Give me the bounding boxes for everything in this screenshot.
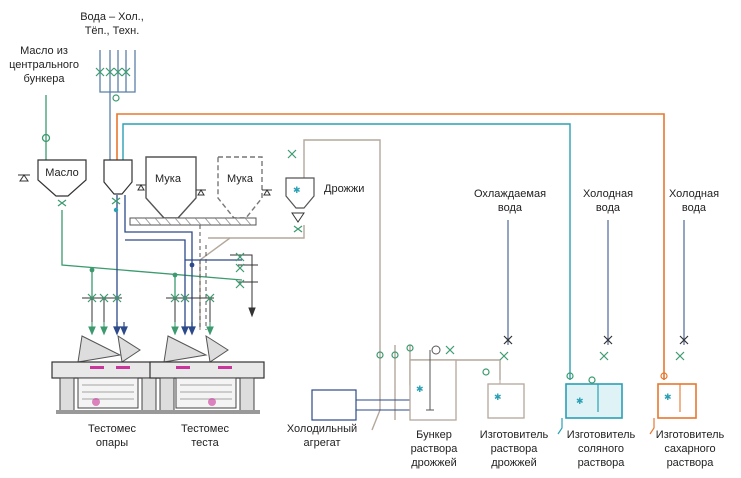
- yeast-label: Дрожжи: [324, 183, 364, 195]
- yeast-maker-label-2: раствора: [491, 443, 539, 455]
- cold-water-b-label-2: вода: [682, 202, 707, 214]
- distribution-lines: [82, 254, 258, 325]
- cold-water-b-label-1: Холодная: [669, 188, 719, 200]
- chiller-unit: [311, 389, 410, 421]
- yeast-solution-maker: ✱: [482, 220, 525, 419]
- yeast-bunker-label-2: раствора: [411, 443, 459, 455]
- yeast-maker-label-1: Изготовитель: [480, 429, 549, 441]
- right-arrow-down: [248, 300, 256, 318]
- salt-maker-label-3: раствора: [578, 457, 626, 469]
- water-doser: [103, 159, 146, 213]
- salt-maker-label-1: Изготовитель: [567, 429, 636, 441]
- mixer-sponge: [51, 334, 169, 414]
- yeast-bunker-label-3: дрожжей: [411, 457, 457, 469]
- drop-arrows-grey: [88, 322, 214, 336]
- cold-water-a-label-1: Холодная: [583, 188, 633, 200]
- water-header-line: [99, 50, 136, 160]
- chilled-water-label-1: Охлаждаемая: [474, 188, 546, 200]
- oil-source-valve: [41, 133, 51, 143]
- navy-feed-lines: [116, 195, 242, 330]
- sugar-maker-label-3: раствора: [667, 457, 715, 469]
- yeast-maker-label-3: дрожжей: [491, 457, 537, 469]
- oil-bin-label: Масло: [45, 167, 79, 179]
- svg-text:✱: ✱: [293, 186, 301, 196]
- flour-bin-2: [217, 156, 263, 219]
- teal-water-line: [122, 123, 571, 380]
- yeast-bunker: ✱: [376, 344, 457, 421]
- mixer-sponge-label-1: Тестомес: [88, 423, 136, 435]
- flour-bin-2-label: Мука: [227, 173, 254, 185]
- water-header-label-1: Вода – Хол.,: [80, 11, 144, 23]
- yeast-hopper: ✱: [285, 149, 315, 233]
- dashed-flour-lines: [199, 225, 207, 330]
- mixer-dough-label-1: Тестомес: [181, 423, 229, 435]
- flour-bin-1: [145, 156, 197, 219]
- sugar-maker-label-1: Изготовитель: [656, 429, 725, 441]
- salt-maker-label-2: соляного: [578, 443, 624, 455]
- svg-text:✱: ✱: [494, 393, 502, 403]
- drop-arrows: [113, 322, 196, 336]
- sugar-solution-maker: ✱: [649, 220, 697, 435]
- center-valves: [87, 252, 245, 303]
- oil-source-label-3: бункера: [24, 73, 66, 85]
- water-header-label-2: Тёп., Техн.: [85, 25, 140, 37]
- cold-water-a-label-2: вода: [596, 202, 621, 214]
- orange-water-line: [116, 113, 665, 380]
- oil-line: [45, 95, 243, 300]
- chilled-water-label-2: вода: [498, 202, 523, 214]
- svg-text:✱: ✱: [664, 393, 672, 403]
- flour-conveyor: [129, 189, 272, 226]
- mixer-dough-label-2: теста: [191, 437, 219, 449]
- svg-text:✱: ✱: [576, 397, 584, 407]
- mixer-dough: [149, 334, 265, 414]
- salt-solution-maker: ✱: [557, 220, 623, 435]
- water-valve-cluster: [95, 67, 131, 102]
- yeast-bunker-label-1: Бункер: [416, 429, 452, 441]
- svg-text:✱: ✱: [416, 385, 424, 395]
- oil-source-label-2: центрального: [9, 59, 79, 71]
- chiller-label-1: Холодильный: [287, 423, 357, 435]
- oil-bin: [18, 159, 87, 207]
- flour-bin-1-label: Мука: [155, 173, 182, 185]
- mixer-sponge-label-2: опары: [96, 437, 128, 449]
- chiller-label-2: агрегат: [303, 437, 340, 449]
- oil-source-label-1: Масло из: [20, 45, 68, 57]
- sugar-maker-label-2: сахарного: [664, 443, 715, 455]
